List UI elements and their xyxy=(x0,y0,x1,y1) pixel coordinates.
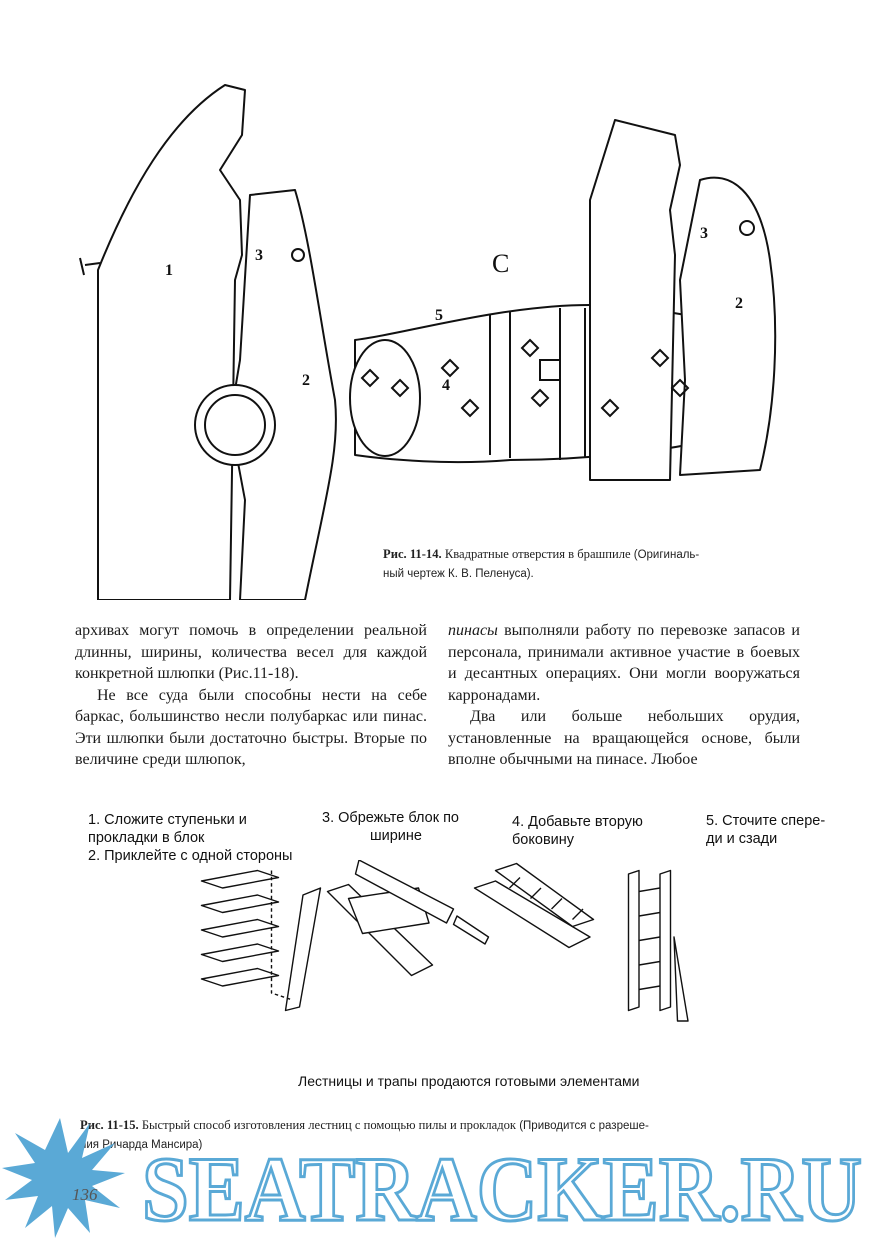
step-4-line-2: боковину xyxy=(512,832,575,848)
caption-label: Рис. 11-14. xyxy=(383,547,442,561)
step-4-label: 4. Добавьте вторую боковину xyxy=(512,813,643,849)
step-1-label: 1. Сложите ступеньки и прокладки в блок … xyxy=(88,811,292,865)
watermark-text: SEATRACKER.RU xyxy=(142,1138,862,1240)
pinas-term: пинасы xyxy=(448,622,498,639)
step-5-label: 5. Сточите спере- ди и сзади xyxy=(706,812,825,848)
step-3-label: 3. Обрежьте блок по ширине xyxy=(322,809,459,845)
step-1-line-1: 1. Сложите ступеньки и xyxy=(88,812,247,828)
label-1: 1 xyxy=(165,262,173,279)
right-paragraph-1: пинасы выполняли работу по перевозке зап… xyxy=(448,620,800,706)
caption-note-1: (Оригиналь- xyxy=(633,549,700,561)
body-right-column: пинасы выполняли работу по перевозке зап… xyxy=(448,620,800,771)
caption-note-2: ный чертеж К. В. Пеленуса). xyxy=(383,568,534,580)
ladder-note: Лестницы и трапы продаются готовыми элем… xyxy=(298,1073,640,1089)
step-2-line: 2. Приклейте с одной стороны xyxy=(88,848,293,864)
seatracker-watermark: SEATRACKER.RU xyxy=(2,1118,864,1240)
left-paragraph-1: архивах могут помочь в определении реаль… xyxy=(75,622,427,682)
step-5-line-1: 5. Сточите спере- xyxy=(706,813,826,829)
label-2-left: 2 xyxy=(302,372,310,389)
label-3-left: 3 xyxy=(255,247,263,264)
step-5-line-2: ди и сзади xyxy=(706,831,778,847)
caption-text: Быстрый способ изготовления лестниц с по… xyxy=(138,1118,520,1132)
label-5: 5 xyxy=(435,307,443,324)
body-left-column: архивах могут помочь в определении реаль… xyxy=(75,620,427,771)
step-4-line-1: 4. Добавьте вторую xyxy=(512,814,643,830)
sun-icon xyxy=(2,1118,125,1238)
label-c: C xyxy=(492,249,509,278)
step-3-line-2: ширине xyxy=(370,828,422,844)
label-4: 4 xyxy=(442,377,450,394)
figure-caption-11-15: Рис. 11-15. Быстрый способ изготовления … xyxy=(80,1116,810,1154)
figure-caption-11-14: Рис. 11-14. Квадратные отверстия в брашп… xyxy=(383,545,803,583)
windlass-drawing: 1 3 2 5 4 C 3 2 xyxy=(79,84,777,600)
step-3-line-1: 3. Обрежьте блок по xyxy=(322,810,459,826)
left-paragraph-2: Не все суда были способны нести на себе … xyxy=(75,686,427,769)
ladder-steps-drawing xyxy=(200,860,689,1022)
caption-note-1: (Приводится с разреше- xyxy=(519,1120,649,1132)
label-3-right: 3 xyxy=(700,225,708,242)
caption-label: Рис. 11-15. xyxy=(80,1118,139,1132)
label-2-right: 2 xyxy=(735,295,743,312)
right-paragraph-2: Два или больше небольших орудия, установ… xyxy=(448,708,800,768)
right-paragraph-1-text: выполняли работу по перевозке запасов и … xyxy=(448,622,800,704)
page-number: 136 xyxy=(72,1185,98,1204)
step-1-line-2: прокладки в блок xyxy=(88,830,205,846)
caption-text: Квадратные отверстия в брашпиле xyxy=(441,547,634,561)
